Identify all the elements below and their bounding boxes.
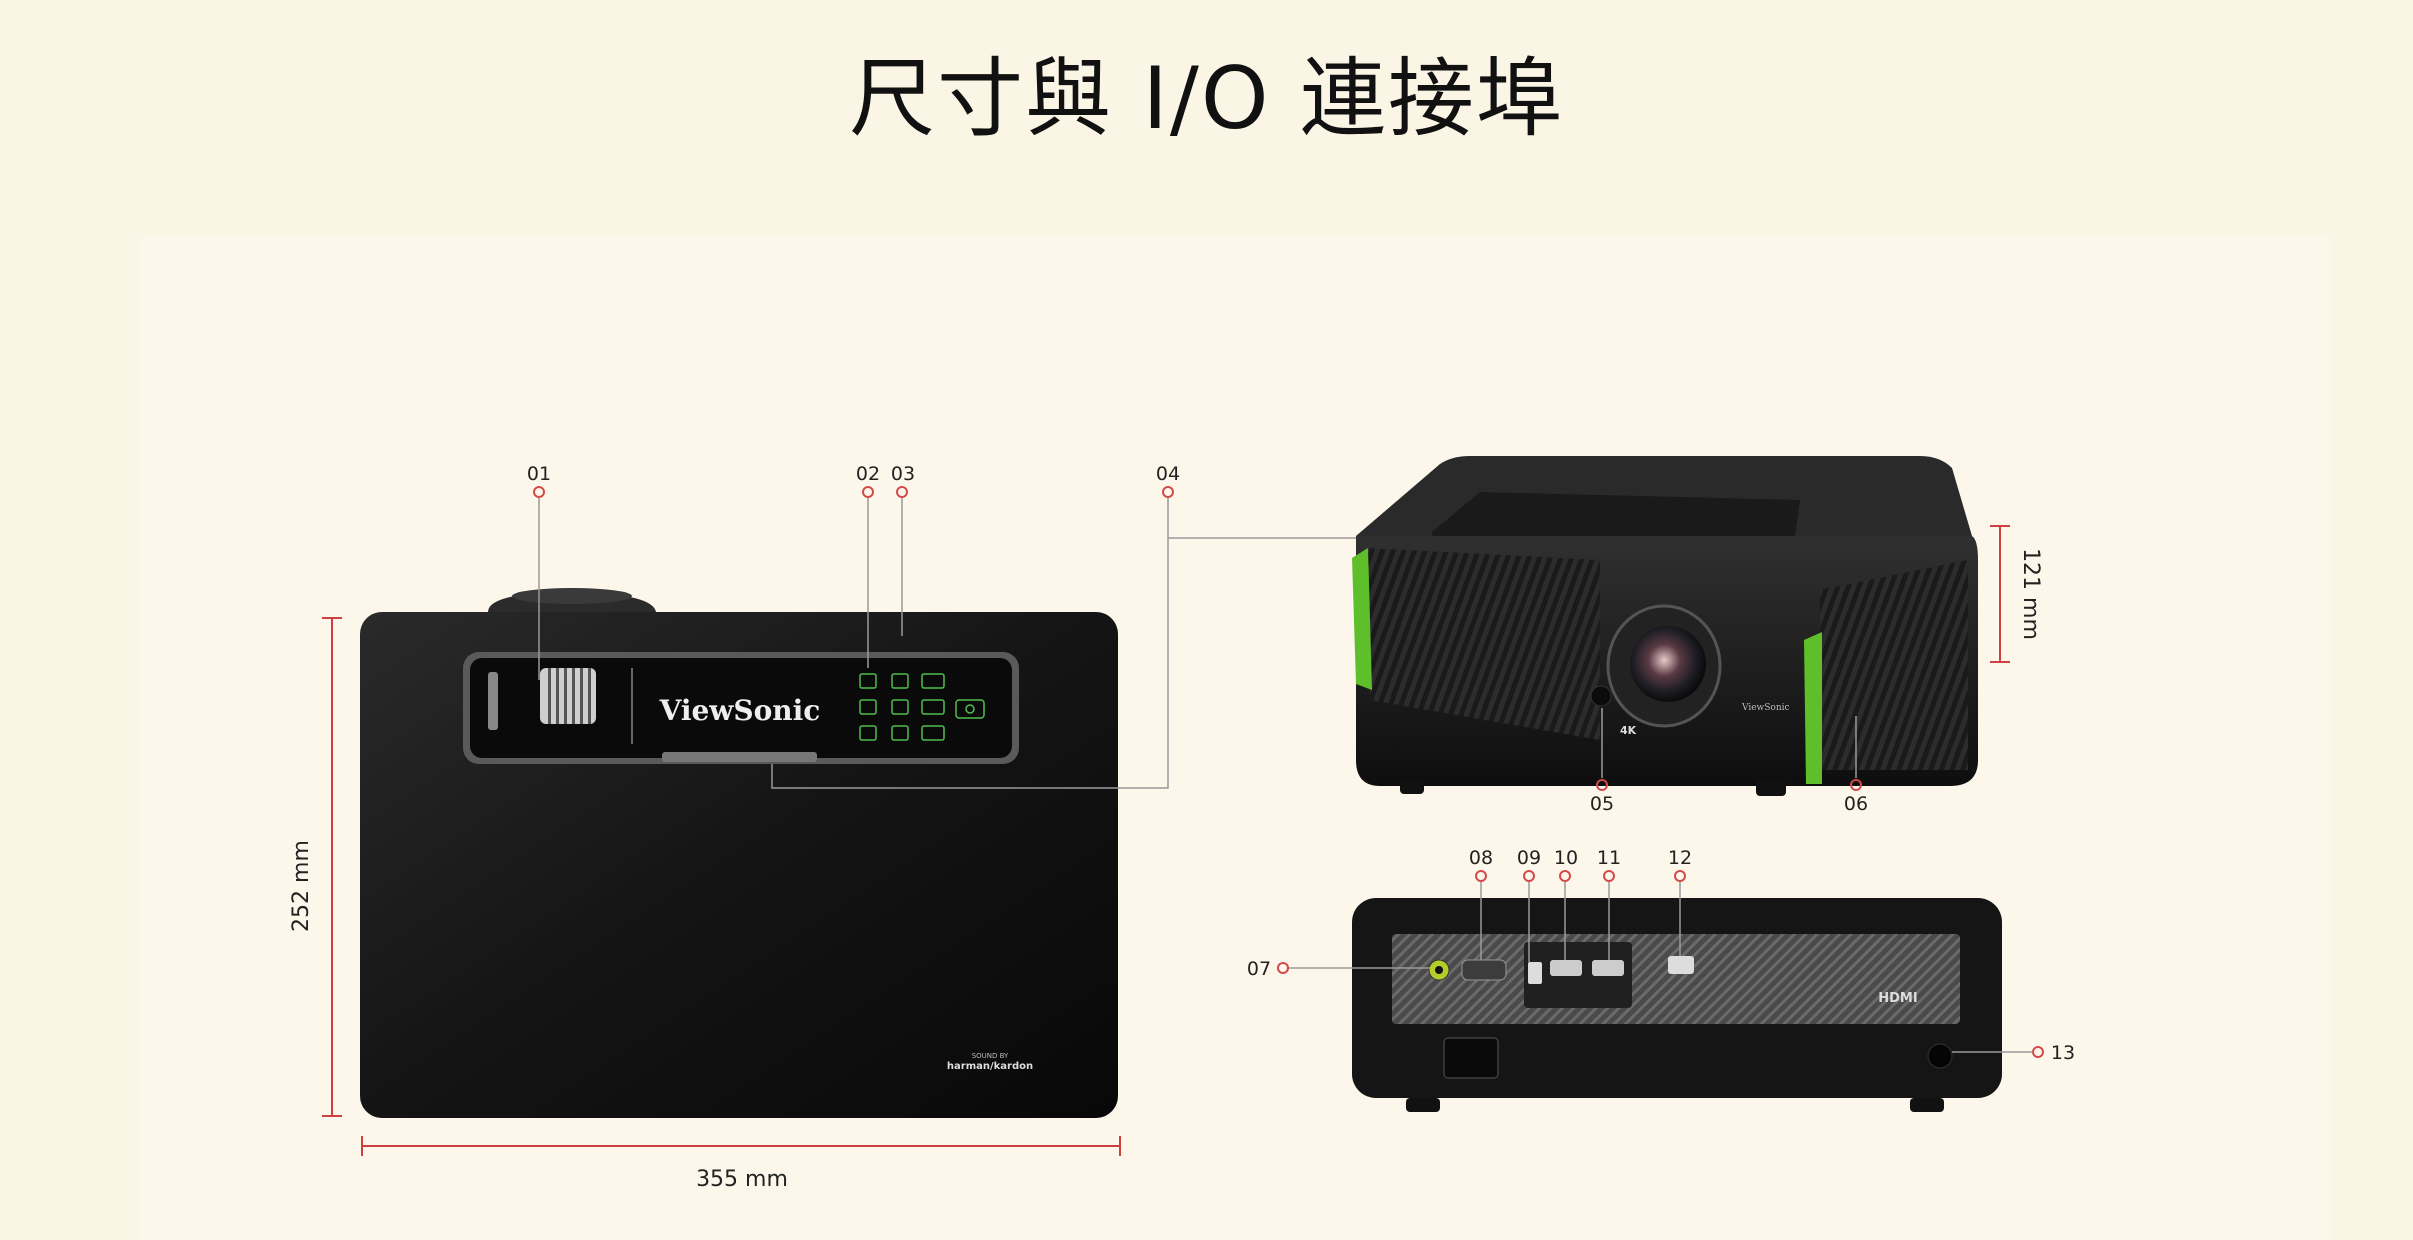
height-dimension: 121 mm [1990, 525, 2043, 663]
kensington-slot [1927, 1043, 1953, 1069]
audio-partner-top: SOUND BY [972, 1052, 1009, 1060]
callout-05: 05 [1590, 793, 1614, 815]
callout-04: 04 [1156, 463, 1180, 485]
green-accent-right [1804, 632, 1822, 784]
angled-view-projector: ViewSonic 4K ViewSonic [1352, 456, 1978, 796]
height-label: 121 mm [2018, 548, 2043, 640]
callout-13: 13 [2051, 1042, 2075, 1064]
usb-port [1528, 962, 1542, 984]
svg-text:ViewSonic: ViewSonic [1741, 703, 1790, 713]
projection-lens [1630, 626, 1706, 702]
left-vent-grille [1366, 548, 1600, 740]
svg-text:HDMI: HDMI [1878, 991, 1917, 1006]
rear-view-projector: HDMI [1352, 898, 2002, 1112]
right-vent-grille [1820, 560, 1968, 770]
callout-06: 06 [1844, 793, 1868, 815]
callout-numbers: 01 02 03 04 05 06 07 08 09 10 11 12 13 [527, 463, 2075, 1064]
audio-partner-logo: harman/kardon [947, 1061, 1033, 1072]
depth-dimension: 252 mm [289, 617, 342, 1117]
page-title: 尺寸與 I/O 連接埠 [849, 49, 1564, 149]
svg-text:4K: 4K [1620, 724, 1637, 737]
power-socket [1443, 1037, 1499, 1079]
callout-02: 02 [856, 463, 880, 485]
width-dimension: 355 mm [361, 1136, 1121, 1192]
callout-10: 10 [1554, 847, 1578, 869]
keypad [859, 673, 985, 741]
callout-lines [538, 498, 2032, 1053]
usb-c-port [1668, 956, 1694, 974]
callout-09: 09 [1517, 847, 1541, 869]
callout-markers [533, 486, 2044, 1058]
top-view-projector: ViewSonic SOUND BY harman/kardon [360, 588, 1118, 1118]
width-label: 355 mm [696, 1167, 788, 1192]
zoom-ring [540, 668, 596, 724]
rs232-port [1461, 959, 1507, 981]
ir-sensor [1590, 685, 1612, 707]
callout-03: 03 [891, 463, 915, 485]
hdmi-2-port [1592, 960, 1624, 976]
green-accent-left [1352, 548, 1372, 690]
callout-08: 08 [1469, 847, 1493, 869]
callout-07: 07 [1247, 958, 1271, 980]
callout-01: 01 [527, 463, 551, 485]
callout-12: 12 [1668, 847, 1692, 869]
callout-11: 11 [1597, 847, 1621, 869]
indicator-leds [488, 672, 498, 730]
brand-logo: ViewSonic [659, 694, 821, 727]
depth-label: 252 mm [289, 840, 314, 932]
hdmi-1-port [1550, 960, 1582, 976]
